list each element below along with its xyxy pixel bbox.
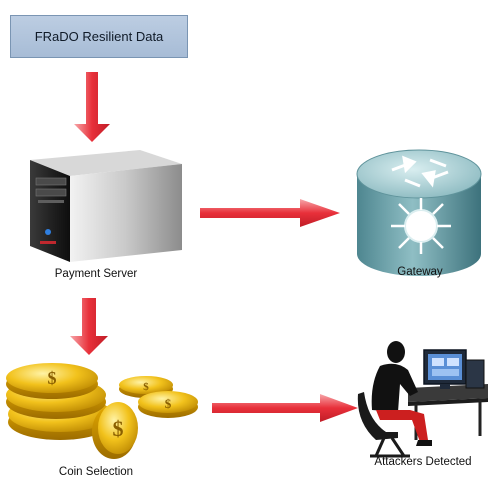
svg-text:$: $: [48, 368, 57, 388]
person-at-computer-icon: [357, 341, 488, 458]
source-data-box: FRaDO Resilient Data: [10, 15, 188, 58]
gateway-label: Gateway: [397, 266, 443, 278]
svg-text:$: $: [113, 416, 124, 441]
arrow-source-to-server: [74, 72, 110, 142]
arrow-server-to-coins: [70, 298, 108, 355]
gold-coins-icon: $ $ $ $: [6, 363, 198, 459]
svg-text:$: $: [165, 396, 172, 411]
arrow-coins-to-attackers: [212, 394, 358, 422]
payment-server-label: Payment Server: [54, 268, 138, 280]
attackers-detected-label: Attackers Detected: [374, 456, 472, 468]
arrow-server-to-gateway: [200, 199, 340, 227]
coin-selection-label: Coin Selection: [58, 466, 134, 478]
router-gateway-icon: [356, 149, 482, 276]
svg-text:$: $: [143, 381, 149, 393]
server-tower-icon: [30, 150, 182, 262]
source-data-label: FRaDO Resilient Data: [34, 29, 164, 44]
